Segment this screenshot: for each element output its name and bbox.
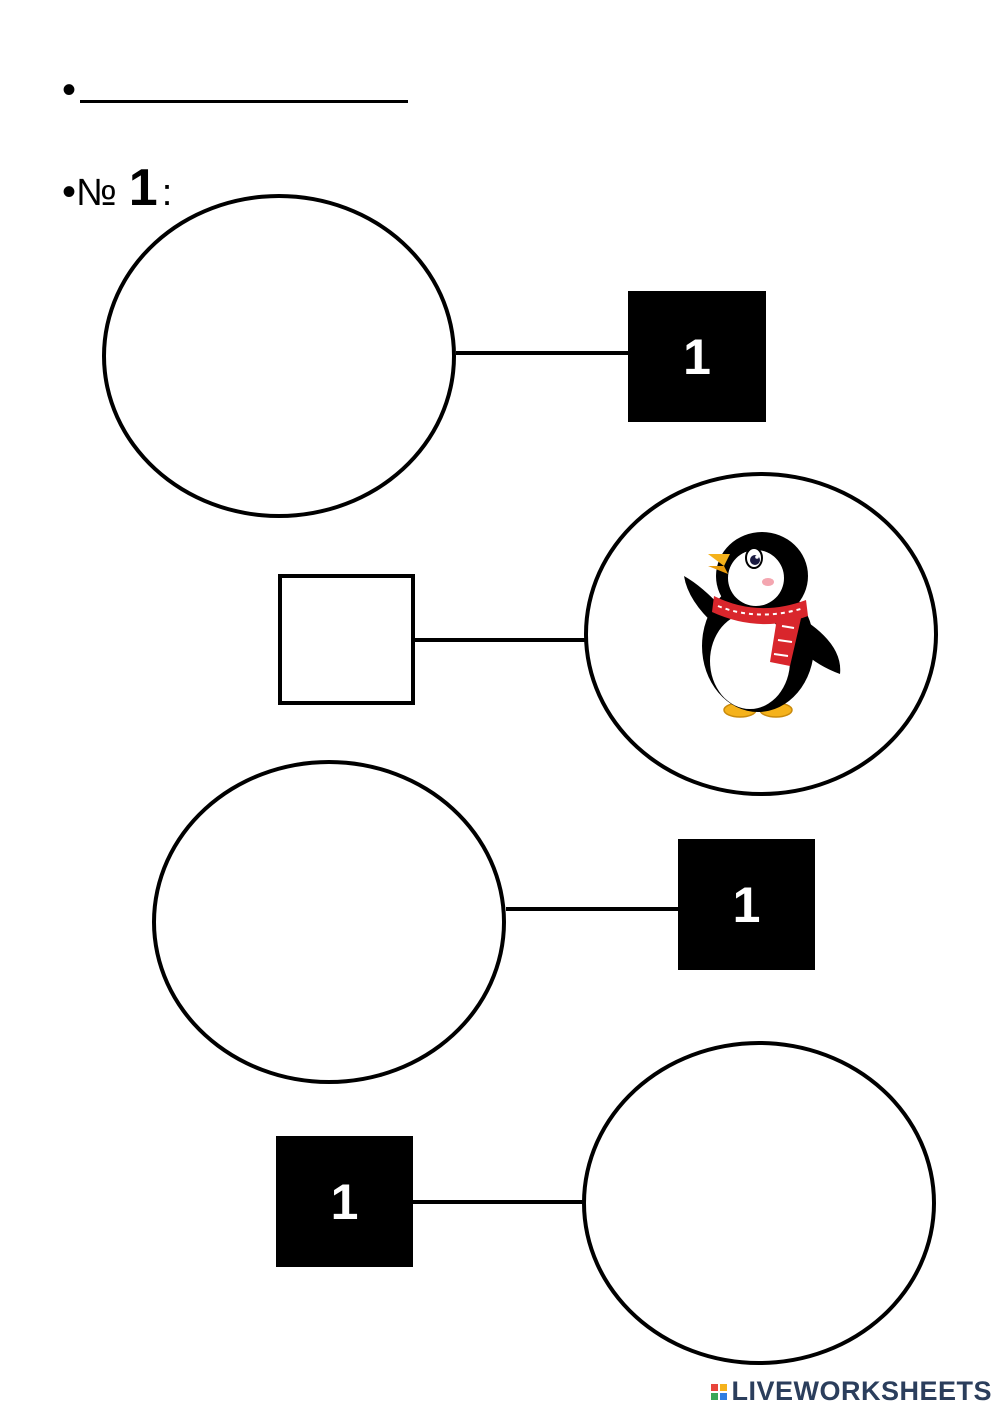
- number-box-3: 1: [678, 839, 815, 970]
- number-box-value: 1: [683, 328, 711, 385]
- penguin-icon: [684, 532, 841, 718]
- connector-line-1: [456, 351, 630, 355]
- answer-box-2[interactable]: [278, 574, 415, 705]
- bullet: •: [62, 170, 77, 214]
- number-box-4: 1: [276, 1136, 413, 1267]
- answer-circle-4[interactable]: [582, 1041, 936, 1365]
- picture-circle-2: [584, 472, 938, 796]
- name-blank-field[interactable]: [80, 86, 409, 103]
- number-box-1: 1: [628, 291, 766, 422]
- bullet: •: [62, 68, 77, 112]
- number-box-value: 1: [732, 876, 761, 933]
- number-value: 1: [128, 159, 158, 217]
- logo-mark-icon: [711, 1383, 728, 1400]
- name-line: •: [62, 68, 409, 112]
- logo-text: LIVEWORKSHEETS: [731, 1376, 992, 1406]
- number-box-value: 1: [330, 1173, 359, 1230]
- number-heading: • № 1 :: [62, 158, 172, 218]
- connector-line-3: [506, 907, 680, 911]
- answer-circle-3[interactable]: [152, 760, 506, 1084]
- connector-line-4: [412, 1200, 586, 1204]
- number-label: №: [76, 172, 117, 214]
- number-colon: :: [161, 172, 173, 214]
- liveworksheets-logo: LIVEWORKSHEETS: [711, 1376, 992, 1407]
- answer-circle-1[interactable]: [102, 194, 456, 518]
- connector-line-2: [414, 638, 588, 642]
